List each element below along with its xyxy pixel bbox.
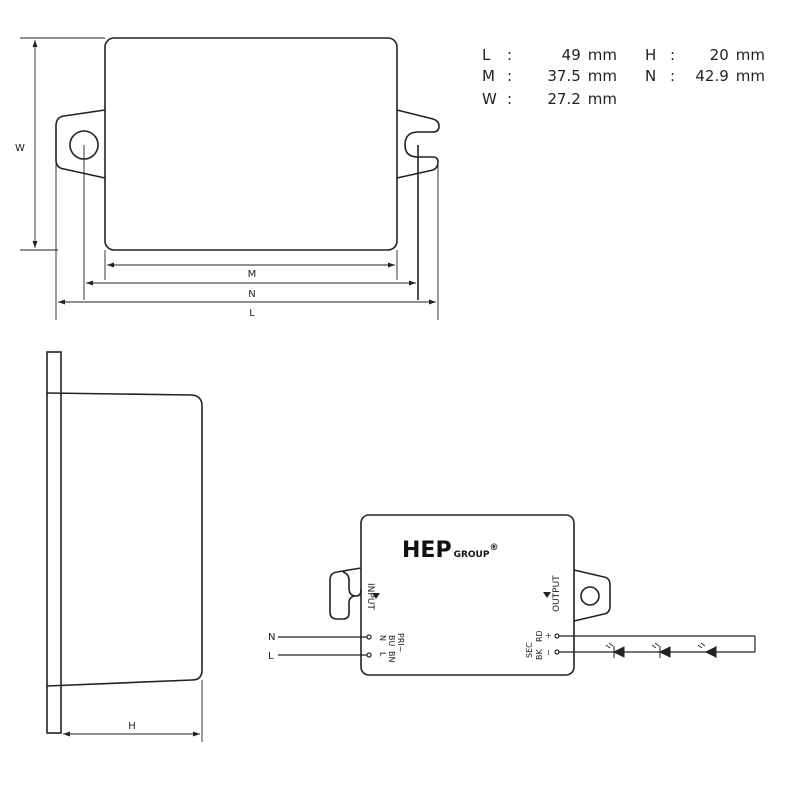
driver-right-hole [580, 586, 600, 606]
dimension-n-label: N [248, 289, 255, 300]
led-3-icon [697, 642, 717, 658]
pri-l-label: L [378, 652, 387, 657]
sec-minus-label: − [544, 649, 553, 656]
sec-label: SEC [525, 642, 534, 658]
output-arrow-icon [543, 592, 551, 598]
side-view [46, 351, 203, 734]
spec-key: N [645, 67, 657, 85]
spec-key: M [482, 67, 495, 85]
side-view-body [46, 392, 203, 687]
input-wire-n-label: N [268, 632, 275, 643]
top-view-body [104, 37, 398, 251]
dimension-w-label: W [15, 143, 25, 154]
driver-right-ear [573, 569, 611, 622]
led-2-icon [651, 642, 671, 658]
sec-rd-label: RD [535, 630, 544, 642]
dimension-h-label: H [128, 721, 136, 732]
sec-bk-label: BK [535, 649, 544, 660]
pri-bu-label: BU [387, 635, 396, 646]
input-wire-l-label: L [268, 651, 274, 662]
input-arrow-icon [372, 593, 380, 599]
pri-n-label: N [378, 635, 387, 641]
top-view [55, 37, 440, 251]
dimension-l-label: L [249, 308, 255, 319]
driver-left-ear [329, 567, 362, 620]
spec-key: W [482, 90, 497, 108]
dimension-m-label: M [248, 269, 257, 280]
pri-label: PRI~ [396, 633, 405, 652]
sec-plus-label: + [544, 632, 553, 639]
driver-body [360, 514, 575, 676]
input-label: INPUT [365, 583, 375, 610]
side-view-dimensions [63, 680, 203, 742]
output-label: OUTPUT [552, 575, 562, 612]
spec-key: H [645, 46, 657, 64]
top-view-dimensions [20, 37, 439, 320]
spec-key: L [482, 46, 491, 64]
side-view-flange [46, 351, 62, 734]
left-mounting-ear [55, 109, 106, 179]
pri-bn-label: BN [387, 651, 396, 662]
led-1-icon [605, 642, 625, 658]
